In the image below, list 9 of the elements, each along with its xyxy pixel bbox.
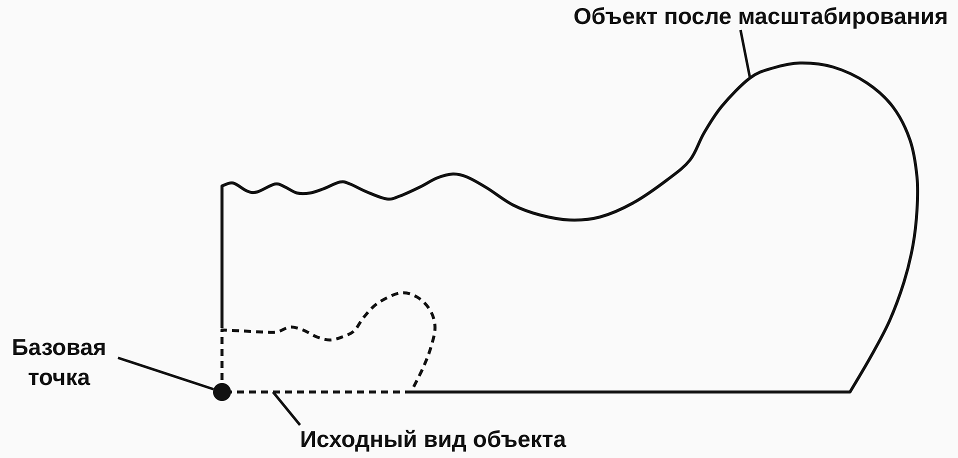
callout-label: Исходный вид объекта bbox=[300, 425, 566, 453]
scaled-shape-outline bbox=[220, 62, 920, 394]
base-point-dot bbox=[213, 383, 231, 401]
original-shape-outline bbox=[220, 291, 436, 394]
callout-label: Объект после масштабирования bbox=[574, 2, 948, 30]
leader-line bbox=[739, 30, 752, 78]
callout-label: Базовая точка bbox=[10, 333, 108, 392]
leader-line bbox=[272, 391, 301, 426]
leader-line bbox=[118, 356, 214, 390]
